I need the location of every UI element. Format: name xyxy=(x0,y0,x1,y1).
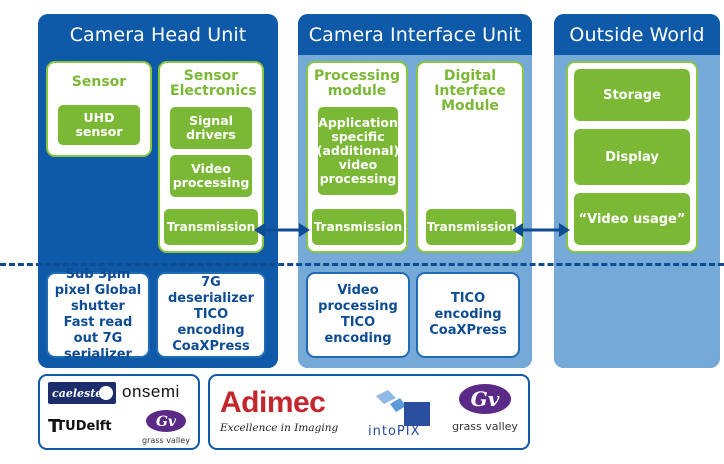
storage-box: Storage xyxy=(574,69,690,121)
dashed-separator xyxy=(0,263,724,266)
application-specific-box: Application specific (additional) video … xyxy=(317,107,399,195)
tudelft-flame-icon: T xyxy=(48,416,61,437)
transmission-box-head: Transmission xyxy=(164,209,258,245)
double-arrow-head-to-interface xyxy=(254,223,310,237)
grass-valley-logo-1: Gv grass valley xyxy=(140,408,190,448)
camera-interface-unit-title: Camera Interface Unit xyxy=(298,14,532,55)
double-arrow-interface-to-outside xyxy=(512,223,570,237)
camera-head-unit-title: Camera Head Unit xyxy=(69,23,247,46)
head-electronics-specs-box: 7G deserializer TICO encoding CoaXPress xyxy=(156,272,266,358)
processing-module-panel: Processing module Application specific (… xyxy=(306,61,408,253)
processing-specs-box: Video processing TICO encoding xyxy=(306,272,410,358)
video-usage-box: “Video usage” xyxy=(574,193,690,245)
outside-world-title: Outside World xyxy=(554,14,720,55)
sensor-electronics-panel: Sensor Electronics Signal drivers Video … xyxy=(158,61,264,253)
grass-valley-emblem-icon-2: Gv xyxy=(459,384,511,414)
sensor-specs-box: Sub 3μm pixel Global shutter Fast read o… xyxy=(46,267,150,362)
intopix-mark-icon xyxy=(376,390,430,426)
grass-valley-logo-2: Gv grass valley xyxy=(448,382,522,444)
adimec-logo: Adimec Excellence in Imaging xyxy=(220,386,339,434)
processing-module-panel-title: Processing module xyxy=(314,68,401,99)
partner-logos-group-1: caeleste onsemi T TUDelft Gv grass valle… xyxy=(38,374,200,450)
transmission-box-processing: Transmission xyxy=(312,209,404,245)
digital-interface-module-panel-title: Digital Interface Module xyxy=(434,68,506,114)
uhd-sensor-box: UHD sensor xyxy=(58,105,140,145)
onsemi-logo: onsemi xyxy=(122,382,180,401)
sensor-panel: Sensor UHD sensor xyxy=(46,61,152,157)
digital-interface-module-panel: Digital Interface Module Transmission xyxy=(416,61,524,253)
partner-logos-group-2: Adimec Excellence in Imaging intoPIX Gv … xyxy=(208,374,530,450)
caeleste-logo: caeleste xyxy=(48,382,116,404)
digital-specs-box: TICO encoding CoaXPress xyxy=(416,272,520,358)
intopix-logo: intoPIX xyxy=(366,386,436,442)
video-processing-box-head: Video processing xyxy=(170,155,252,197)
svg-text:Gv: Gv xyxy=(471,387,500,411)
svg-text:Gv: Gv xyxy=(156,414,177,430)
sensor-panel-title: Sensor xyxy=(71,74,127,90)
grass-valley-emblem-icon: Gv xyxy=(146,410,186,432)
transmission-box-digital: Transmission xyxy=(426,209,516,245)
tudelft-logo: T TUDelft xyxy=(48,416,112,437)
caeleste-circle-icon xyxy=(99,386,113,400)
display-box: Display xyxy=(574,129,690,185)
sensor-electronics-panel-title: Sensor Electronics xyxy=(170,68,257,99)
signal-drivers-box: Signal drivers xyxy=(170,107,252,149)
outside-world-panel: Storage Display “Video usage” xyxy=(566,61,698,253)
